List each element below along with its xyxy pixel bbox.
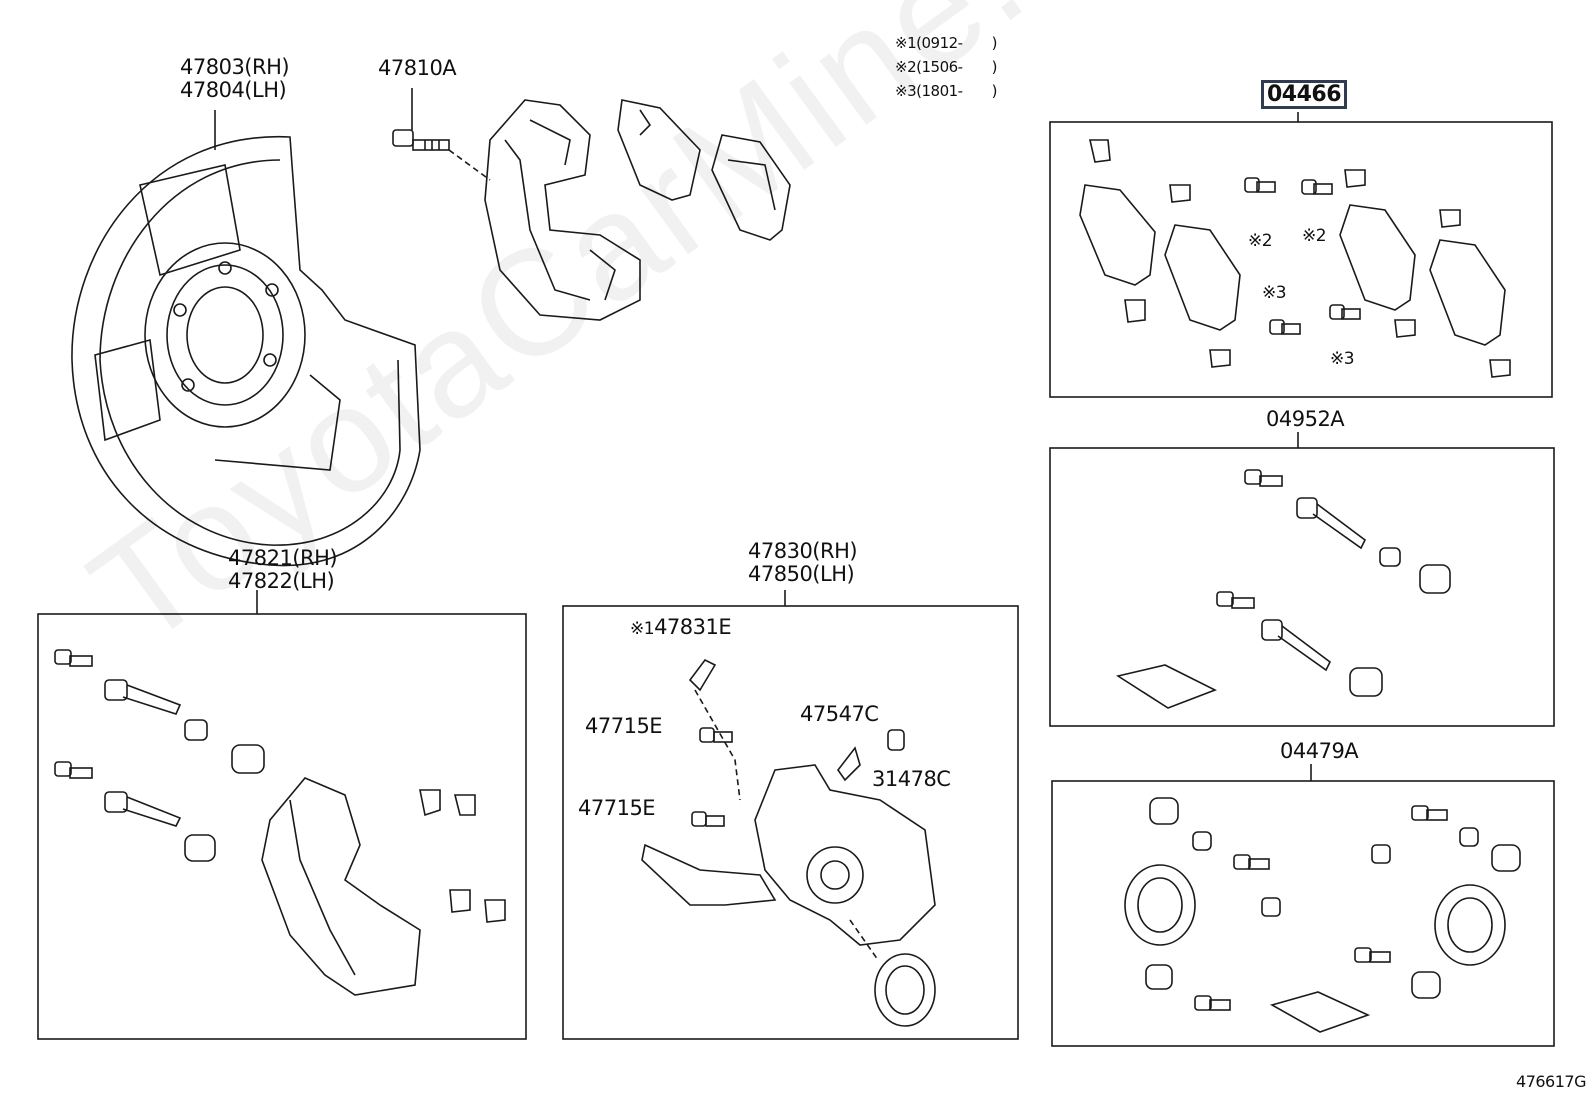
note-2-text: (1506- ) <box>916 58 997 76</box>
caliper-mount-drawing <box>484 99 641 321</box>
kit-box-pads <box>1049 121 1553 398</box>
label-caliper-rh[interactable]: 47830(RH) <box>748 539 858 563</box>
note-1-mark: ※1 <box>895 34 917 52</box>
mark-3a: ※3 <box>1262 283 1287 303</box>
seal-kit-drawing <box>1124 797 1521 1033</box>
pad-kit-drawing <box>1079 139 1511 378</box>
note-1: ※1(0912- ) <box>895 32 997 54</box>
label-seal-kit[interactable]: 04479A <box>1280 739 1359 763</box>
diagram-code: 476617G <box>1516 1072 1586 1091</box>
label-mount-rh[interactable]: 47821(RH) <box>228 546 338 570</box>
label-pad-kit[interactable]: 04466 <box>1261 80 1348 109</box>
kit-box-seals <box>1051 780 1555 1047</box>
label-bleeder[interactable]: 47547C <box>800 702 879 726</box>
pads-drawing <box>617 99 791 241</box>
note-3-mark: ※3 <box>895 82 917 100</box>
label-shield-lh[interactable]: 47804(LH) <box>180 78 287 102</box>
label-spring-mark: ※1 <box>630 619 655 639</box>
mark-3b: ※3 <box>1330 349 1355 369</box>
dust-shield-drawing <box>71 136 421 567</box>
note-3: ※3(1801- ) <box>895 80 997 102</box>
note-1-text: (0912- ) <box>916 34 997 52</box>
caliper-kit-drawing <box>641 658 936 1027</box>
kit-box-mount <box>37 613 527 1040</box>
mark-2a: ※2 <box>1248 231 1273 251</box>
label-bolt-upper[interactable]: 47715E <box>585 714 663 738</box>
note-3-text: (1801- ) <box>916 82 997 100</box>
note-2: ※2(1506- ) <box>895 56 997 78</box>
label-shield-rh[interactable]: 47803(RH) <box>180 55 290 79</box>
label-pin-kit[interactable]: 04952A <box>1266 407 1345 431</box>
label-spring-code: 47831E <box>654 615 732 639</box>
kit-box-caliper <box>562 605 1019 1040</box>
label-cap[interactable]: 31478C <box>872 767 951 791</box>
mark-2b: ※2 <box>1302 226 1327 246</box>
mount-kit-drawing <box>54 649 506 996</box>
note-2-mark: ※2 <box>895 58 917 76</box>
label-spring[interactable]: ※147831E <box>630 615 732 641</box>
label-bolt[interactable]: 47810A <box>378 56 457 80</box>
kit-box-pins <box>1049 447 1555 727</box>
label-bolt-lower[interactable]: 47715E <box>578 796 656 820</box>
label-mount-lh[interactable]: 47822(LH) <box>228 569 335 593</box>
pin-kit-drawing <box>1115 469 1451 709</box>
bolt-drawing <box>392 129 491 181</box>
label-caliper-lh[interactable]: 47850(LH) <box>748 562 855 586</box>
